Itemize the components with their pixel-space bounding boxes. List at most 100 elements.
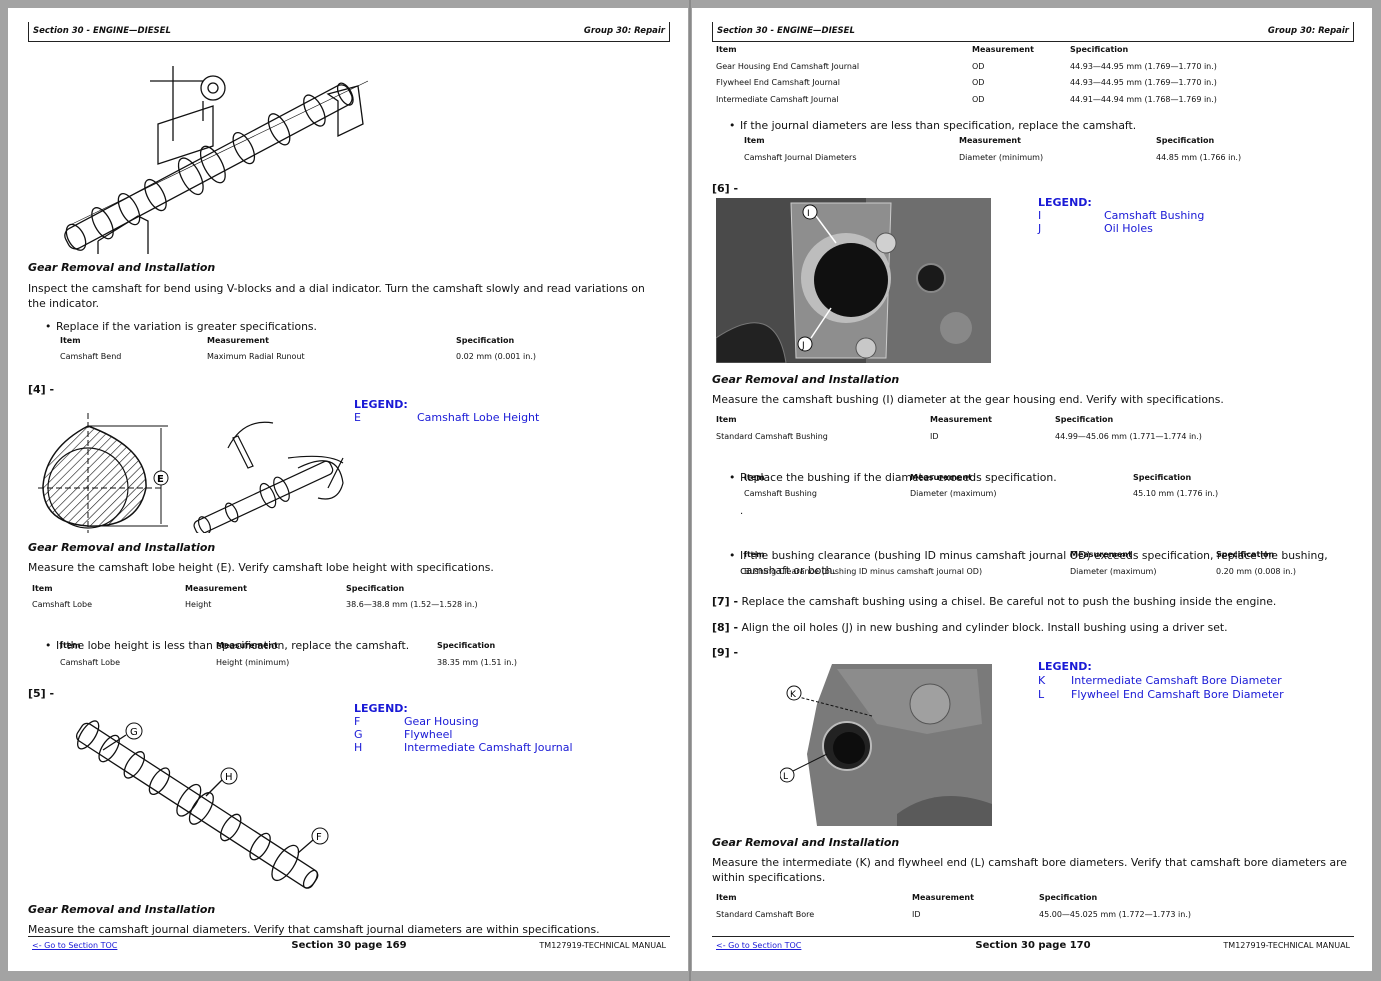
- table-cell: 45.00—45.025 mm (1.772—1.773 in.): [1039, 910, 1191, 919]
- legend-key: F: [354, 715, 361, 728]
- table-header: Item: [716, 45, 737, 54]
- header-group: Group 30: Repair: [1267, 26, 1349, 36]
- section-heading: Gear Removal and Installation: [712, 373, 900, 386]
- table-header: Item: [716, 415, 737, 424]
- page-footer: <- Go to Section TOC Section 30 page 170…: [712, 936, 1354, 952]
- header-group: Group 30: Repair: [583, 26, 665, 36]
- table-header: Item: [32, 584, 53, 593]
- table-cell: Gear Housing End Camshaft Journal: [716, 62, 860, 71]
- table-cell: 0.02 mm (0.001 in.): [456, 352, 537, 361]
- table-header: Measurement: [216, 641, 278, 650]
- header-section: Section 30 - ENGINE—DIESEL: [33, 26, 171, 36]
- label-l: L: [783, 772, 788, 782]
- table-header: Specification: [1070, 45, 1129, 54]
- table-header: Specification: [456, 336, 515, 345]
- manual-id: TM127919-TECHNICAL MANUAL: [539, 941, 666, 950]
- step-5-label: [5] -: [28, 687, 55, 700]
- table-cell: 38.35 mm (1.51 in.): [437, 658, 518, 667]
- table-header: Measurement: [972, 45, 1034, 54]
- legend-key: I: [1038, 209, 1042, 222]
- bullet-item: If the journal diameters are less than s…: [712, 118, 1352, 133]
- label-f: F: [316, 832, 322, 843]
- section-heading: Gear Removal and Installation: [712, 836, 900, 849]
- section-heading: Gear Removal and Installation: [28, 541, 216, 554]
- step-8-text: Align the oil holes (J) in new bushing a…: [741, 621, 1228, 634]
- table-header: Measurement: [912, 893, 974, 902]
- table-cell: 38.6—38.8 mm (1.52—1.528 in.): [346, 600, 478, 609]
- page-number: Section 30 page 169: [291, 940, 407, 951]
- legend-title: LEGEND:: [1038, 660, 1092, 673]
- page-170: Section 30 - ENGINE—DIESEL Group 30: Rep…: [692, 8, 1372, 971]
- label-h: H: [225, 772, 233, 783]
- camshaft-bend-figure: [64, 66, 368, 254]
- table-cell: 44.91—44.94 mm (1.768—1.769 in.): [1070, 95, 1217, 104]
- table-header: Specification: [437, 641, 496, 650]
- legend-value: Camshaft Bushing: [1104, 209, 1205, 222]
- table-header: Measurement: [930, 415, 992, 424]
- bullet-item: Replace the bushing if the diameter exce…: [712, 470, 1352, 485]
- table-header: Specification: [1133, 473, 1192, 482]
- table-cell: 44.99—45.06 mm (1.771—1.774 in.): [1055, 432, 1202, 441]
- table-cell: OD: [972, 62, 985, 71]
- page-number: Section 30 page 170: [975, 940, 1091, 951]
- paragraph: Measure the intermediate (K) and flywhee…: [712, 856, 1347, 884]
- legend-step-5: LEGEND: F Gear Housing G Flywheel H Inte…: [354, 702, 614, 762]
- table-cell: Height (minimum): [216, 658, 290, 667]
- table-header: Measurement: [185, 584, 247, 593]
- camshaft-bushing-photo: I J: [716, 198, 991, 363]
- table-header: Specification: [1055, 415, 1114, 424]
- table-cell: 44.93—44.95 mm (1.769—1.770 in.): [1070, 78, 1217, 87]
- label-e: E: [157, 474, 164, 485]
- legend-key: E: [354, 411, 361, 424]
- table-cell: OD: [972, 95, 985, 104]
- table-cell: Standard Camshaft Bore: [716, 910, 815, 919]
- step-9-label: [9] -: [712, 646, 739, 659]
- spec-table-clearance: Item Measurement Specification Bushing C…: [692, 550, 1372, 580]
- table-cell: Camshaft Lobe: [60, 658, 120, 667]
- legend-step-4: LEGEND: E Camshaft Lobe Height: [354, 398, 614, 428]
- section-toc-link[interactable]: <- Go to Section TOC: [32, 941, 118, 950]
- section-toc-link[interactable]: <- Go to Section TOC: [716, 941, 802, 950]
- table-cell: 45.10 mm (1.776 in.): [1133, 489, 1219, 498]
- page-footer: <- Go to Section TOC Section 30 page 169…: [28, 936, 670, 952]
- spec-table-lobe: Item Measurement Specification Camshaft …: [8, 584, 688, 614]
- legend-value: Intermediate Camshaft Bore Diameter: [1071, 674, 1282, 687]
- legend-value: Flywheel End Camshaft Bore Diameter: [1071, 688, 1284, 701]
- section-heading: Gear Removal and Installation: [28, 261, 216, 274]
- step-7-text: Replace the camshaft bushing using a chi…: [741, 595, 1277, 608]
- step-6-label: [6] -: [712, 182, 739, 195]
- table-header: Item: [744, 550, 765, 559]
- label-g: G: [130, 727, 138, 738]
- bullet-item: If the lobe height is less than specific…: [28, 638, 648, 653]
- legend-key: G: [354, 728, 363, 741]
- header-section: Section 30 - ENGINE—DIESEL: [717, 26, 855, 36]
- spec-table-journal-min: Item Measurement Specification Camshaft …: [692, 136, 1372, 166]
- table-cell: Diameter (maximum): [1070, 567, 1157, 576]
- table-header: Specification: [346, 584, 405, 593]
- table-header: Specification: [1216, 550, 1275, 559]
- spec-table-bushing-max: Item Measurement Specification Camshaft …: [692, 473, 1372, 503]
- spec-table-lobe-min: Item Measurement Specification Camshaft …: [8, 641, 688, 671]
- legend-title: LEGEND:: [1038, 196, 1092, 209]
- legend-value: Oil Holes: [1104, 222, 1153, 235]
- step-4-label: [4] -: [28, 383, 55, 396]
- section-heading: Gear Removal and Installation: [28, 903, 216, 916]
- legend-key: K: [1038, 674, 1046, 687]
- table-cell: Camshaft Bend: [60, 352, 122, 361]
- label-i: I: [807, 209, 810, 219]
- table-cell: Diameter (minimum): [959, 153, 1044, 162]
- legend-value: Flywheel: [404, 728, 453, 741]
- paragraph: Measure the camshaft bushing (I) diamete…: [712, 393, 1224, 406]
- paragraph: Inspect the camshaft for bend using V-bl…: [28, 282, 645, 310]
- label-k: K: [790, 690, 797, 700]
- legend-value: Gear Housing: [404, 715, 479, 728]
- table-header: Specification: [1039, 893, 1098, 902]
- table-header: Item: [744, 136, 765, 145]
- table-header: Item: [716, 893, 737, 902]
- paragraph: Measure the camshaft lobe height (E). Ve…: [28, 561, 494, 574]
- table-header: Item: [60, 641, 81, 650]
- legend-key: J: [1038, 222, 1042, 235]
- bullet-item: If the bushing clearance (bushing ID min…: [712, 548, 1352, 578]
- legend-value: Camshaft Lobe Height: [417, 411, 540, 424]
- page-header: Section 30 - ENGINE—DIESEL Group 30: Rep…: [712, 22, 1354, 42]
